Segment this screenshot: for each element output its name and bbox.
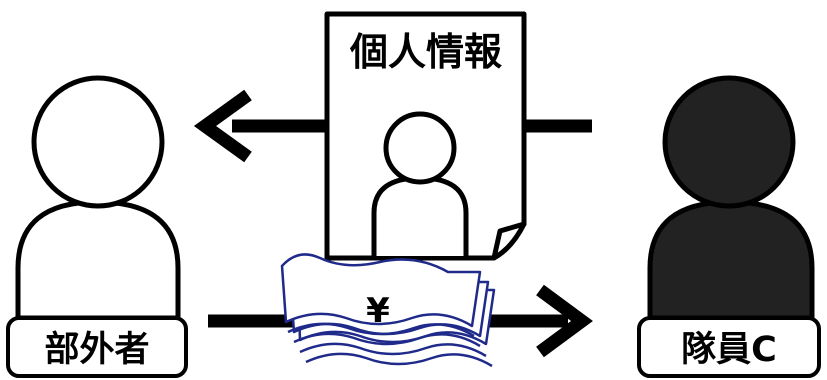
- banknote-front: [280, 253, 482, 328]
- banknote-edge-2: [293, 332, 481, 348]
- document-page-curl: [491, 221, 527, 261]
- banknote-edge-4: [305, 352, 493, 368]
- outsider-label: 部外者: [44, 330, 149, 370]
- member-label-frame: [637, 316, 821, 378]
- outsider-body: [15, 199, 181, 321]
- banknotes: [280, 253, 496, 368]
- outsider-person: [15, 75, 181, 321]
- outsider-head: [31, 75, 165, 209]
- document-title: 個人情報: [349, 30, 502, 74]
- arrow-to-outsider-head: [193, 89, 252, 163]
- member-head: [662, 75, 796, 209]
- member-label: 隊員C: [681, 330, 777, 370]
- yen-symbol: ¥: [366, 291, 390, 331]
- banknote-edge-1: [287, 322, 475, 338]
- document-person-head-icon: [383, 111, 457, 185]
- outsider-label-box: 部外者: [6, 316, 188, 378]
- member-body: [647, 199, 815, 321]
- member-label-box: 隊員C: [637, 316, 821, 378]
- arrow-to-member-head: [536, 284, 593, 358]
- document-person-body-icon: [371, 175, 469, 256]
- member-person: [647, 75, 815, 321]
- personal-info-document: 個人情報: [324, 11, 527, 261]
- outsider-label-frame: [6, 316, 188, 378]
- banknote-edge-3: [299, 342, 487, 358]
